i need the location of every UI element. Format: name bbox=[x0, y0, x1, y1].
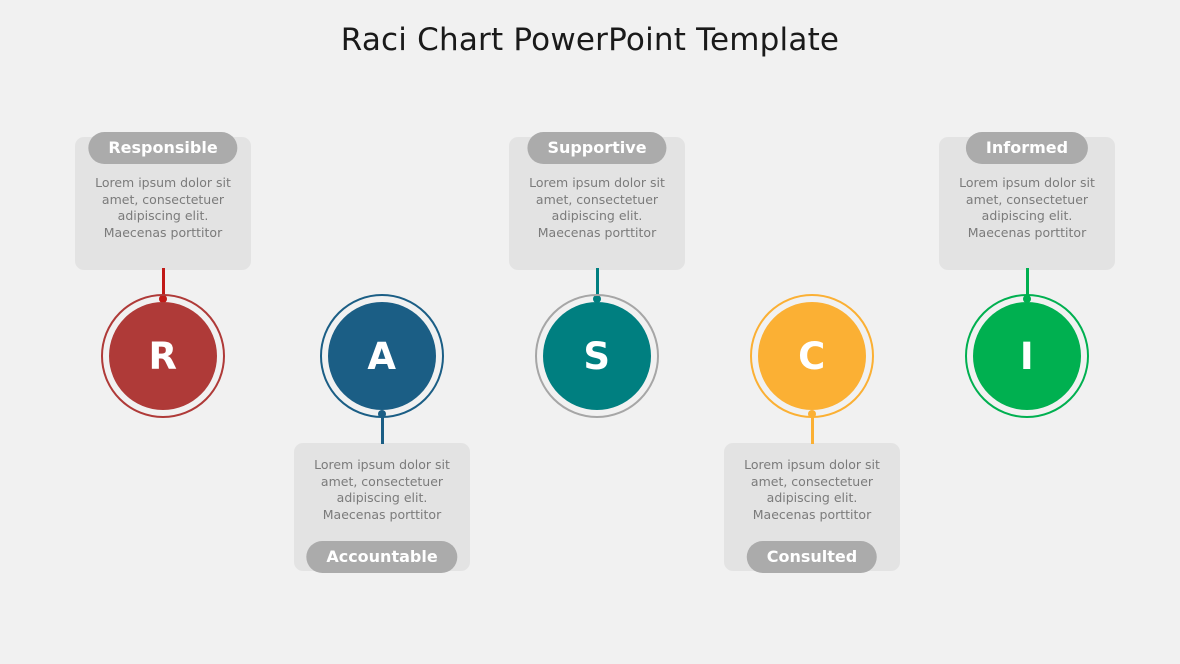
raci-label-s[interactable]: Supportive bbox=[527, 132, 667, 164]
raci-card-body: Lorem ipsum dolor sit amet, consectetuer… bbox=[314, 457, 450, 522]
raci-circle-s[interactable]: S bbox=[535, 294, 659, 418]
circle-disc: C bbox=[758, 302, 866, 410]
raci-letter: C bbox=[798, 334, 826, 378]
connector-line bbox=[380, 412, 384, 444]
raci-card-body: Lorem ipsum dolor sit amet, consectetuer… bbox=[529, 175, 665, 240]
circle-disc: I bbox=[973, 302, 1081, 410]
raci-label-c[interactable]: Consulted bbox=[746, 541, 878, 573]
raci-card-body: Lorem ipsum dolor sit amet, consectetuer… bbox=[744, 457, 880, 522]
raci-letter: I bbox=[1019, 334, 1035, 378]
circle-ring bbox=[101, 294, 225, 418]
raci-label-r[interactable]: Responsible bbox=[88, 132, 238, 164]
circle-ring bbox=[750, 294, 874, 418]
circle-disc: S bbox=[543, 302, 651, 410]
raci-letter: S bbox=[583, 334, 611, 378]
circle-disc: A bbox=[328, 302, 436, 410]
raci-circle-c[interactable]: C bbox=[750, 294, 874, 418]
circle-ring bbox=[320, 294, 444, 418]
circle-ring bbox=[535, 294, 659, 418]
raci-circle-i[interactable]: I bbox=[965, 294, 1089, 418]
connector-line bbox=[810, 412, 814, 444]
raci-circle-r[interactable]: R bbox=[101, 294, 225, 418]
raci-label-a[interactable]: Accountable bbox=[306, 541, 458, 573]
connector-line bbox=[1025, 268, 1029, 300]
connector-line bbox=[595, 268, 599, 300]
page-title: Raci Chart PowerPoint Template bbox=[340, 22, 840, 58]
raci-label-i[interactable]: Informed bbox=[965, 132, 1089, 164]
circle-disc: R bbox=[109, 302, 217, 410]
raci-letter: A bbox=[367, 334, 397, 378]
connector-line bbox=[161, 268, 165, 300]
raci-circle-a[interactable]: A bbox=[320, 294, 444, 418]
circle-ring bbox=[965, 294, 1089, 418]
raci-letter: R bbox=[148, 334, 178, 378]
raci-card-body: Lorem ipsum dolor sit amet, consectetuer… bbox=[95, 175, 231, 240]
raci-card-body: Lorem ipsum dolor sit amet, consectetuer… bbox=[959, 175, 1095, 240]
